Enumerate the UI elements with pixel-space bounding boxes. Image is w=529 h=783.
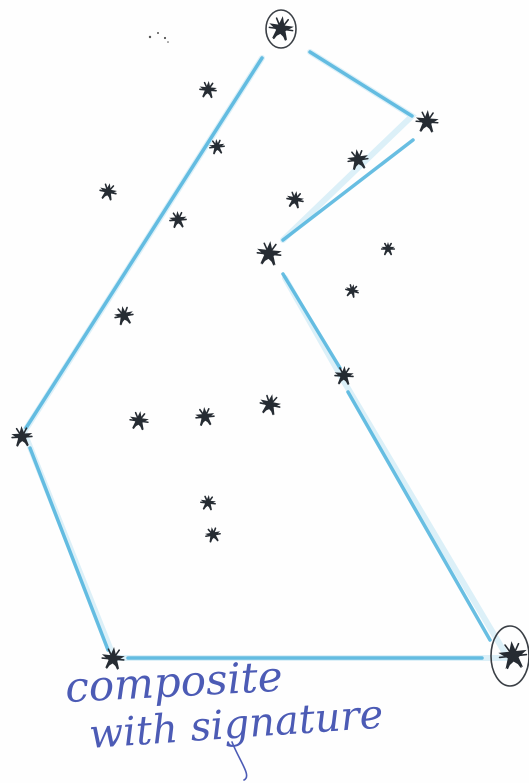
line-left-to-bottom-left [30, 448, 108, 650]
star-icon [346, 284, 359, 297]
circled-markers [266, 10, 529, 686]
star-icon [195, 407, 214, 426]
star-icon [200, 81, 217, 98]
star-icon [260, 394, 281, 415]
constellation-lines [24, 52, 508, 658]
star-icon [205, 527, 220, 542]
star-icon [287, 191, 304, 208]
star-icon [381, 242, 394, 255]
line-top-to-left-vertex [26, 58, 262, 428]
star-icon [130, 411, 149, 430]
star-icon [416, 110, 439, 132]
caption: composite with signature [64, 652, 385, 780]
circled-star-icon [269, 16, 293, 40]
paper-specks [149, 32, 169, 43]
line-top-to-right [310, 52, 412, 116]
line-bottom-right-to-middle [348, 392, 490, 640]
line-right-to-center [283, 140, 413, 240]
star-icon [257, 241, 282, 265]
star-icon [114, 306, 133, 325]
star-icon [169, 211, 186, 228]
star-icon [201, 495, 216, 510]
star-icon [100, 183, 117, 200]
line-middle-to-center [283, 274, 340, 368]
caption-underline-flourish [232, 742, 247, 780]
